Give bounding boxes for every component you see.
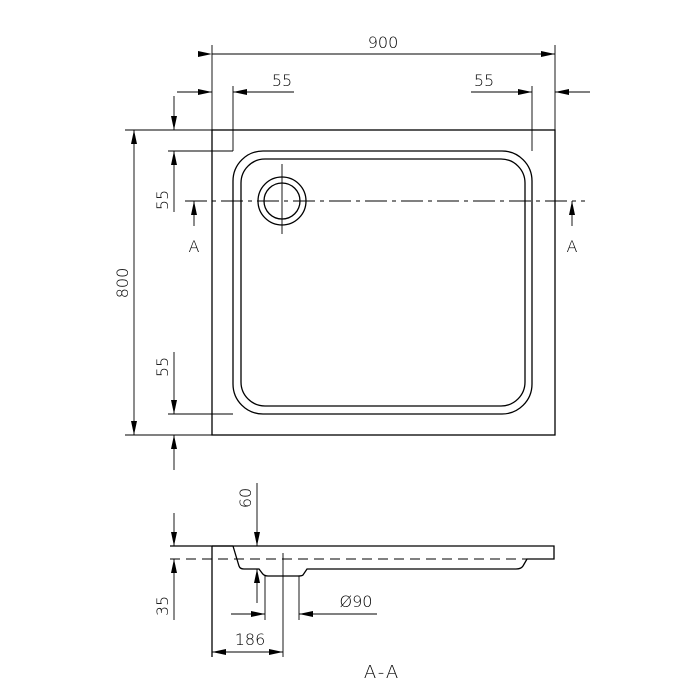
dim-rim-top: 55	[153, 190, 172, 210]
section-mark-right: A	[567, 237, 578, 256]
dim-rim-left: 55	[272, 71, 292, 90]
basin-outer-edge	[232, 150, 533, 415]
dim-depth: 60	[236, 488, 255, 508]
dim-rim-bottom: 55	[153, 357, 172, 377]
dim-drain-offset: 186	[235, 630, 266, 649]
basin-inner-edge	[240, 158, 526, 407]
section-title: A-A	[364, 662, 400, 683]
dim-drain-diameter: Ø90	[340, 592, 373, 611]
dim-rim-right: 55	[474, 71, 494, 90]
dim-width: 900	[368, 33, 399, 52]
plan-view: 900 55 55 800 55 55 A A	[113, 33, 590, 470]
dim-thickness: 35	[153, 596, 172, 616]
section-view: 60 35 Ø90 186 A-A	[153, 483, 555, 683]
tray-outline	[211, 129, 556, 436]
tray-profile	[170, 545, 555, 577]
dim-height: 800	[113, 268, 132, 299]
section-mark-left: A	[189, 237, 200, 256]
